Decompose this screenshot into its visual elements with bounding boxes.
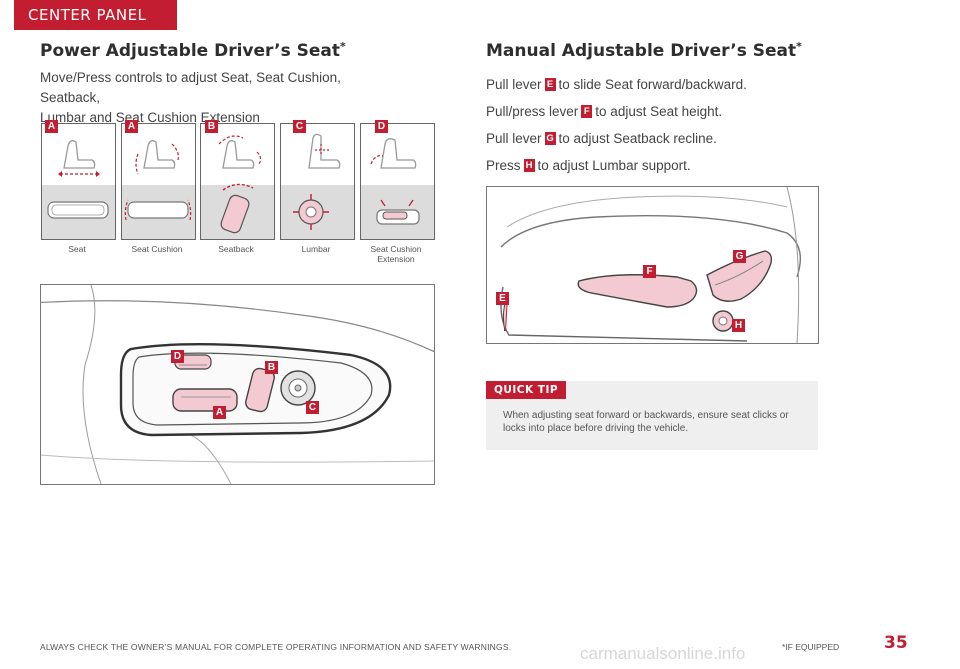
thumb-seat-cushion [121, 123, 196, 240]
photo-letter-d: D [171, 350, 184, 363]
intro-line-1: Move/Press controls to adjust Seat, Seat… [40, 70, 341, 105]
manual-seat-title-mark: * [796, 40, 802, 53]
manual-seat-title: Manual Adjustable Driver’s Seat* [486, 40, 802, 61]
step-g-pre: Pull lever [486, 131, 542, 146]
watermark: carmanualsonline.info [580, 644, 746, 663]
step-e-pre: Pull lever [486, 77, 542, 92]
photo-letter-b: B [265, 361, 278, 374]
thumb-seatback [200, 123, 275, 240]
step-f-pre: Pull/press lever [486, 104, 579, 119]
caption-ext-line-2: Extension [377, 254, 415, 264]
seat-cushion-illustration [124, 140, 192, 221]
quick-tip-label: QUICK TIP [486, 381, 566, 399]
power-seat-title-mark: * [340, 40, 346, 53]
thumb-letter-d: D [375, 120, 388, 133]
caption-ext-line-1: Seat Cushion [370, 244, 422, 254]
step-h-pre: Press [486, 158, 521, 173]
step-e-letter: E [544, 78, 556, 91]
step-f-post: to adjust Seat height. [595, 104, 723, 119]
step-f-letter: F [581, 105, 593, 118]
power-seat-intro: Move/Press controls to adjust Seat, Seat… [40, 68, 400, 128]
caption-seat-cushion: Seat Cushion [131, 244, 183, 254]
step-h-letter: H [523, 159, 535, 172]
power-seat-controls-illustration [41, 285, 434, 484]
step-e-post: to slide Seat forward/backward. [558, 77, 747, 92]
footer-if-equipped: *IF EQUIPPED [782, 642, 840, 652]
power-seat-title: Power Adjustable Driver’s Seat* [40, 40, 346, 61]
power-seat-controls-photo: D B A C [40, 284, 435, 485]
step-g-post: to adjust Seatback recline. [558, 131, 717, 146]
power-seat-title-text: Power Adjustable Driver’s Seat [40, 41, 340, 61]
manual-seat-controls-photo: E F G H [486, 186, 819, 344]
caption-seatback: Seatback [218, 244, 254, 254]
section-tab: CENTER PANEL [14, 0, 177, 30]
caption-seat: Seat [68, 244, 86, 254]
lumbar-illustration [293, 133, 341, 230]
thumb-letter-b: B [205, 120, 218, 133]
photo-letter-g: G [733, 250, 746, 263]
caption-lumbar: Lumbar [301, 244, 331, 254]
page-number: 35 [884, 633, 908, 653]
thumb-letter-a2: A [125, 120, 138, 133]
cushion-extension-illustration [370, 138, 420, 225]
seat-slide-illustration [47, 140, 109, 219]
caption-seat-cushion-extension: Seat Cushion Extension [356, 244, 436, 264]
thumb-letter-c: C [293, 120, 306, 133]
seatback-illustration [218, 135, 262, 234]
manual-seat-controls-illustration [500, 187, 801, 343]
thumb-seat-cushion-extension [360, 123, 435, 240]
thumb-lumbar [280, 123, 355, 240]
photo-letter-f: F [643, 265, 656, 278]
quick-tip-text: When adjusting seat forward or backwards… [503, 410, 789, 434]
intro-line-2: Lumbar and Seat Cushion Extension [40, 110, 260, 125]
footer-warning: ALWAYS CHECK THE OWNER’S MANUAL FOR COMP… [40, 642, 512, 652]
thumb-letter-a1: A [45, 120, 58, 133]
photo-letter-e: E [496, 292, 509, 305]
thumb-seat [41, 123, 116, 240]
photo-letter-h: H [732, 319, 745, 332]
photo-letter-a: A [213, 406, 226, 419]
manual-seat-title-text: Manual Adjustable Driver’s Seat [486, 41, 797, 61]
photo-letter-c: C [306, 401, 319, 414]
step-h-post: to adjust Lumbar support. [537, 158, 691, 173]
step-g-letter: G [544, 132, 556, 145]
